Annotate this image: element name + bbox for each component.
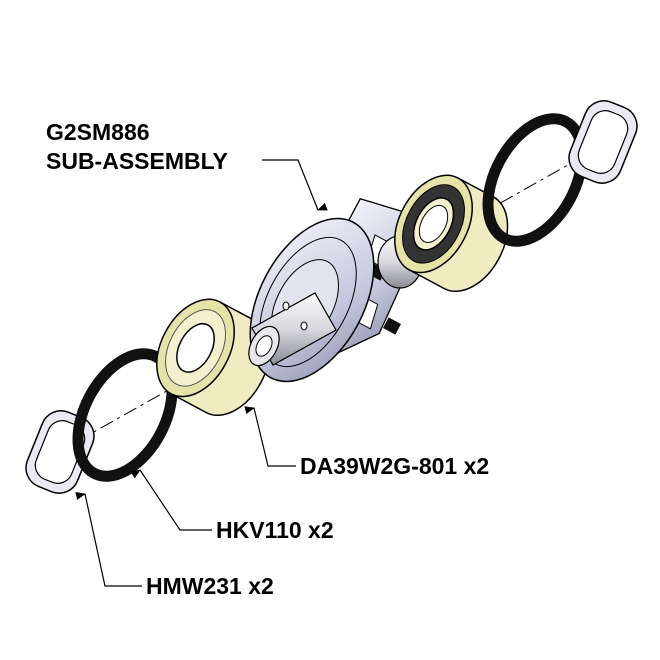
- washer-right: [568, 100, 638, 184]
- oring-left: [72, 348, 178, 482]
- leader-oring: [130, 469, 212, 531]
- washer-label: HMW231 x2: [146, 573, 274, 599]
- oring-label: HKV110 x2: [216, 517, 334, 543]
- bearing-left: [156, 298, 271, 417]
- bearing-label: DA39W2G-801 x2: [300, 453, 489, 479]
- leader-subassembly: [262, 159, 328, 211]
- subassembly-label-line2: SUB-ASSEMBLY: [46, 148, 228, 174]
- leader-washer: [75, 492, 142, 587]
- oring-right: [482, 113, 588, 247]
- subassembly-label-line1: G2SM886: [46, 119, 150, 145]
- bearing-right: [394, 174, 509, 293]
- leader-bearing: [244, 406, 296, 467]
- diamond-mark: [383, 317, 401, 335]
- washer-left: [25, 410, 95, 494]
